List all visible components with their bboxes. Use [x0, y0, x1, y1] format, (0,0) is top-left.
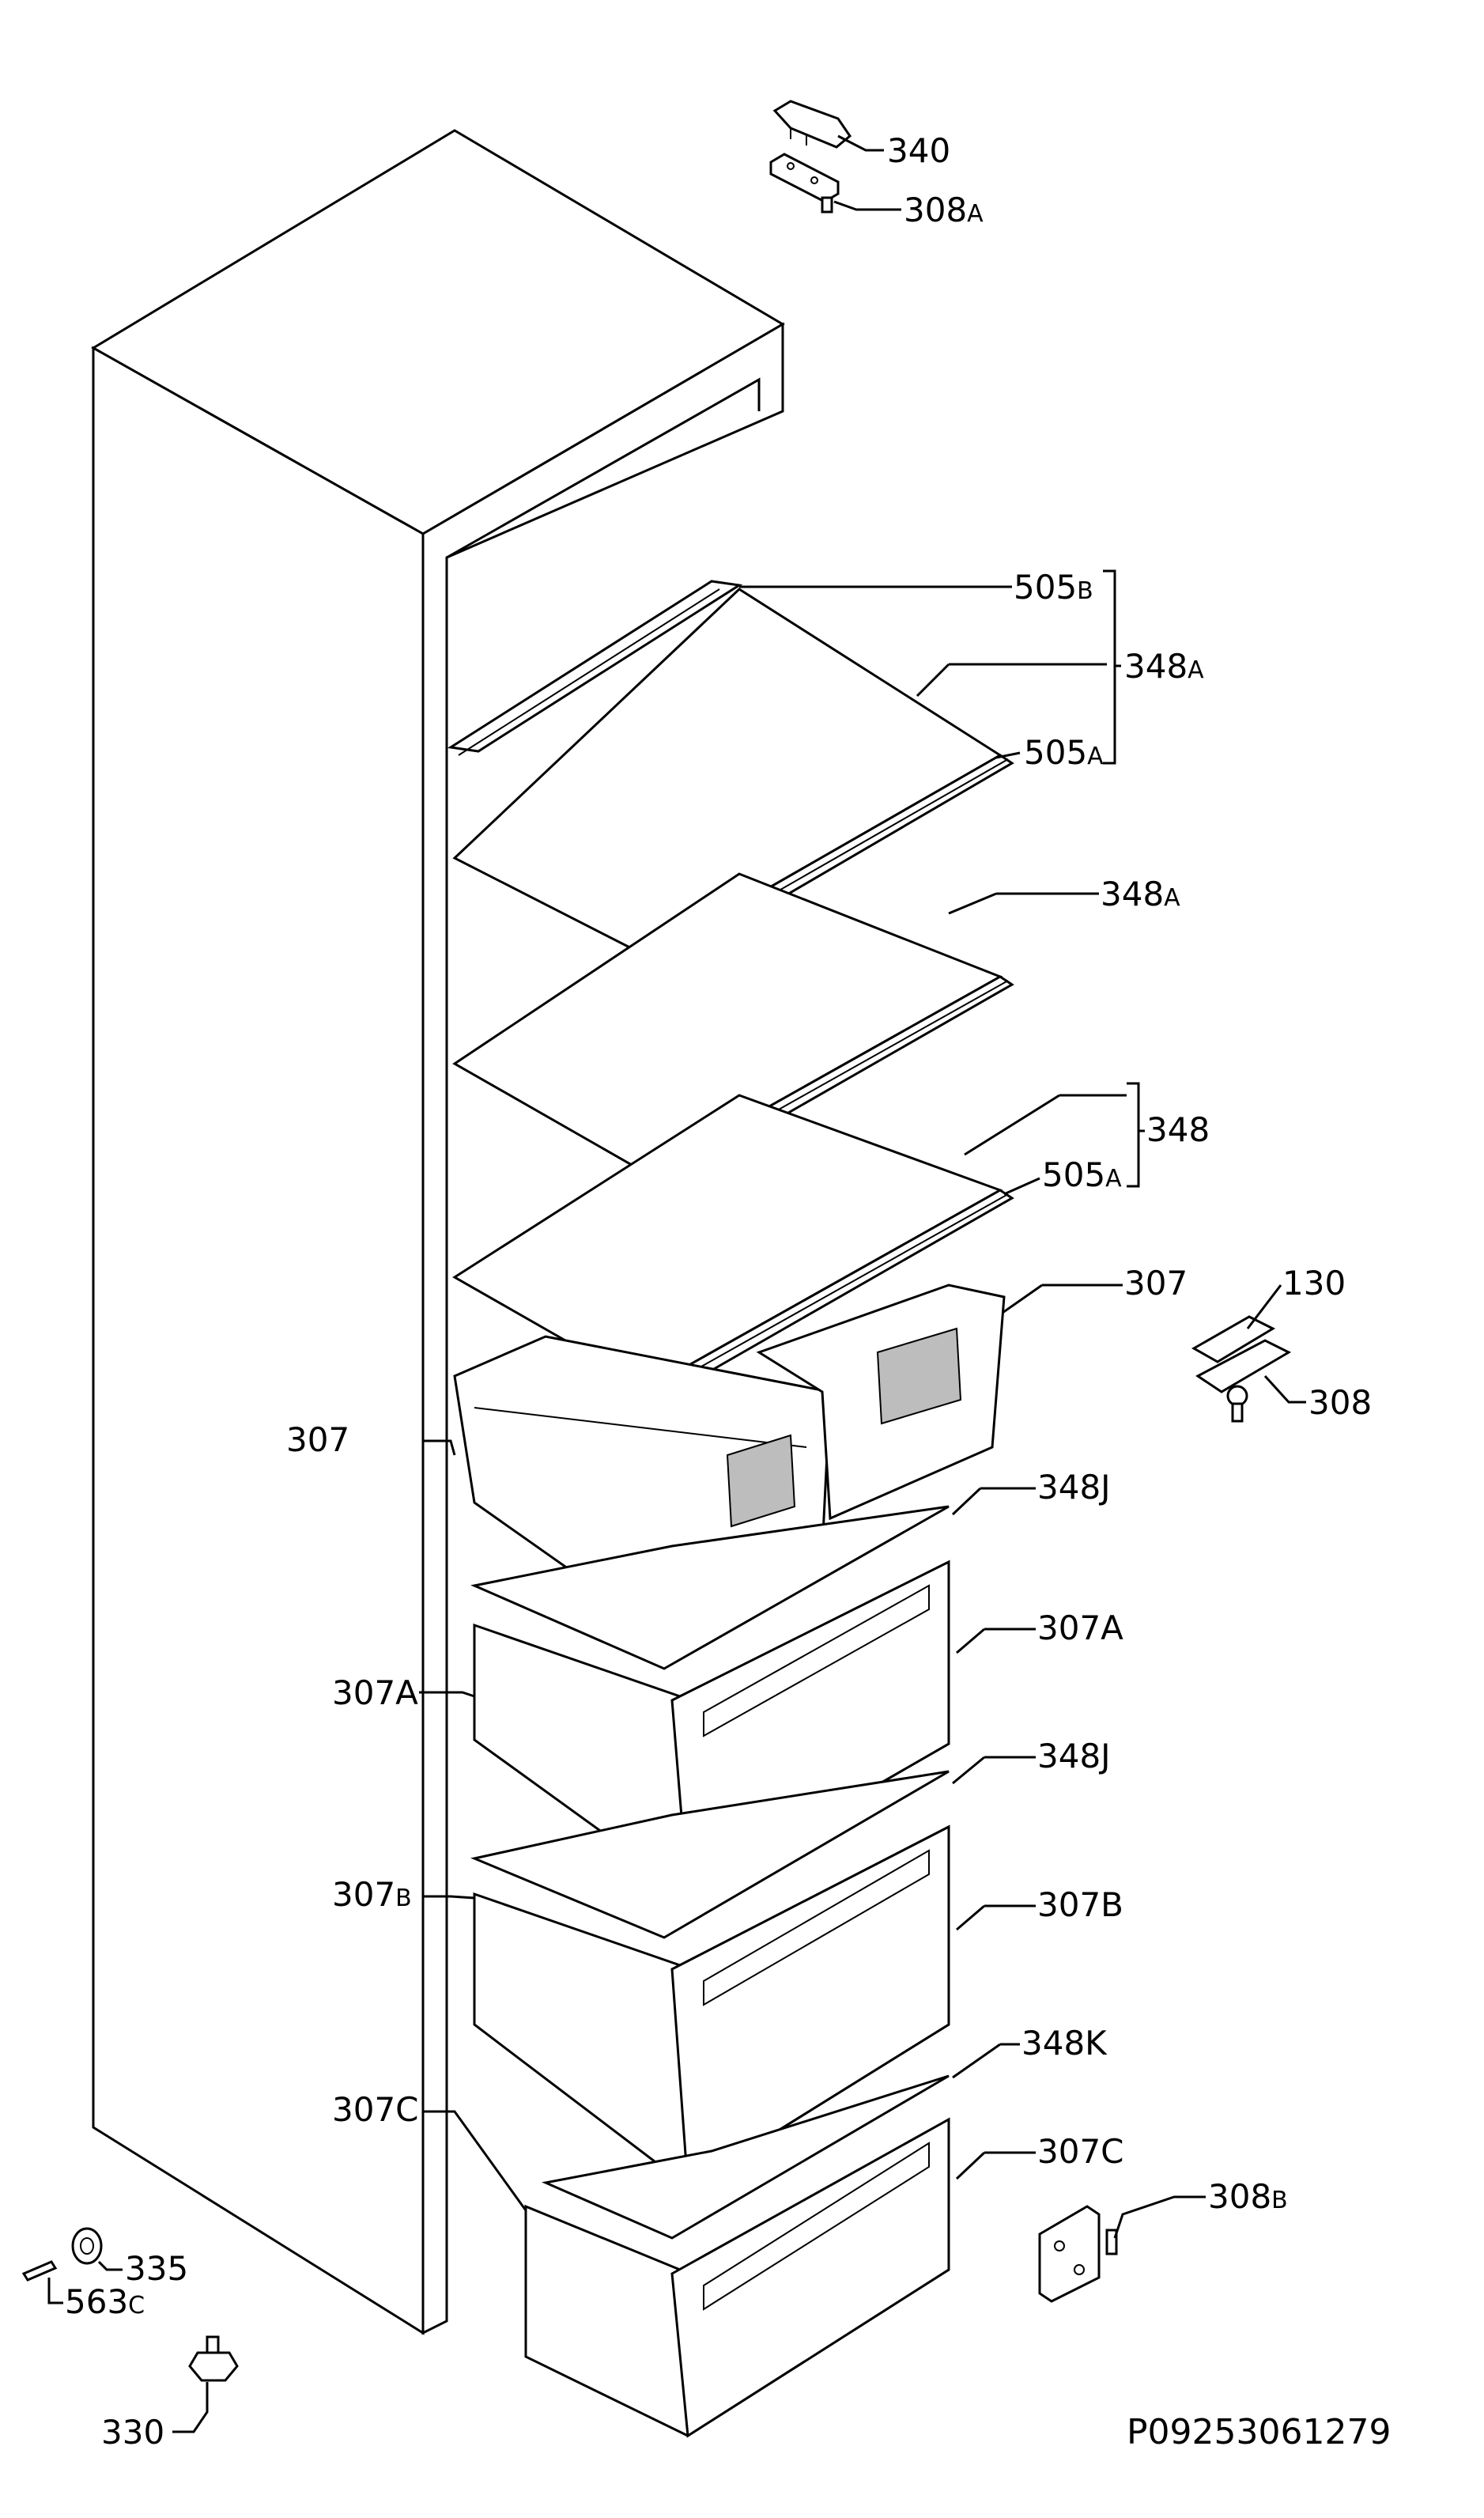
label-505b: 505B	[1014, 568, 1093, 607]
label-348j-middle: 348J	[1037, 1737, 1111, 1775]
adjustable-foot-330	[188, 2335, 239, 2382]
freezer-drawer-307c	[524, 2117, 950, 2438]
top-hinge-308a	[769, 153, 840, 214]
label-330: 330	[101, 2413, 164, 2452]
pin-563c	[21, 2260, 58, 2282]
label-307b-right: 307B	[1037, 1885, 1123, 1924]
part-labels: 340 308A 505B 348A 505A 348A 348 505A 30…	[65, 131, 1372, 2452]
label-505a-top: 505A	[1024, 733, 1104, 772]
label-307a-right: 307A	[1037, 1609, 1123, 1647]
label-308a: 308A	[904, 191, 984, 229]
label-307b-left: 307B	[332, 1875, 412, 1914]
bushing-335	[71, 2227, 103, 2265]
label-348k: 348K	[1021, 2024, 1108, 2062]
leader-lines	[47, 134, 1306, 2433]
hinge-cover-130	[1191, 1315, 1276, 1363]
label-340: 340	[887, 131, 950, 170]
glass-cover-348j-middle	[470, 1770, 950, 1939]
refrigerator-cabinet	[91, 129, 785, 2335]
label-308: 308	[1308, 1383, 1372, 1422]
crisper-drawer-307-right	[756, 1284, 1006, 1521]
label-335: 335	[125, 2249, 188, 2288]
hinge-cover-340	[772, 100, 852, 149]
document-number: P09253061279	[1127, 2412, 1391, 2452]
freezer-drawer-307b	[473, 1824, 950, 2189]
label-307c-left: 307C	[332, 2090, 419, 2129]
label-308b: 308B	[1208, 2177, 1288, 2216]
label-348a-middle: 348A	[1101, 875, 1180, 913]
label-348: 348	[1146, 1110, 1210, 1149]
label-505a-lower: 505A	[1042, 1155, 1122, 1194]
door-shelf-trim-505b	[447, 580, 743, 756]
label-348a-top: 348A	[1124, 647, 1204, 686]
glass-cover-348j-top	[470, 1505, 950, 1670]
label-563c: 563C	[65, 2282, 145, 2321]
bottom-hinge-308b	[1038, 2205, 1118, 2303]
label-348j-top: 348J	[1037, 1468, 1111, 1507]
label-307c-right: 307C	[1037, 2132, 1124, 2171]
label-307a-left: 307A	[332, 1673, 418, 1712]
label-130: 130	[1282, 1264, 1346, 1302]
label-307-left: 307	[286, 1420, 349, 1459]
glass-cover-348k	[541, 2074, 950, 2240]
middle-hinge-308	[1195, 1339, 1292, 1423]
label-307-right: 307	[1124, 1264, 1188, 1302]
